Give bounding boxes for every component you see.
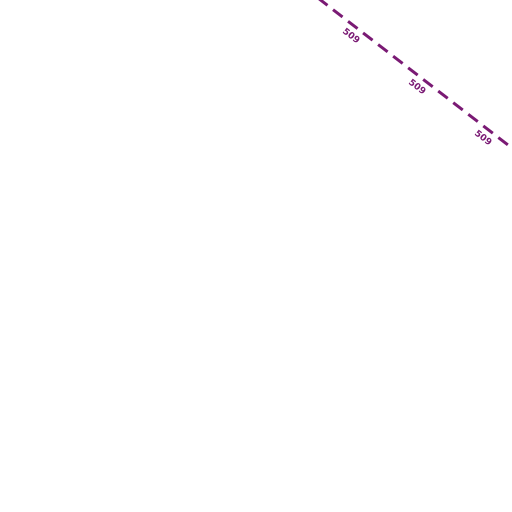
route-line-509[interactable] <box>318 0 509 147</box>
route-label: 509 <box>340 27 361 46</box>
